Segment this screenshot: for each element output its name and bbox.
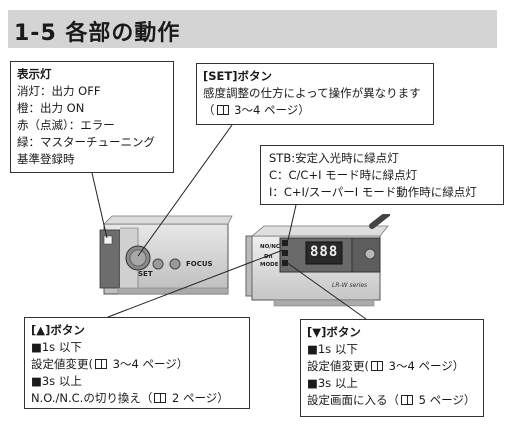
manual-book-icon — [401, 395, 413, 405]
up-button-callout: [▲]ボタン ■1s 以下 設定値変更( 3～4 ページ） ■3s 以上 N.O… — [24, 317, 250, 409]
set-label: SET — [138, 270, 153, 278]
indicator-title: 表示灯 — [17, 67, 52, 81]
set-callout-title: [SET]ボタン — [203, 69, 272, 83]
manual-book-icon — [154, 393, 167, 403]
set-button-callout: [SET]ボタン 感度調整の仕方によって操作が異なります （ 3～4 ページ） — [196, 63, 434, 125]
section-header: 1-5 各部の動作 — [8, 10, 497, 48]
sensor-amplifier-front: FOCUS SET — [98, 214, 234, 302]
down-item2-desc: 設定画面に入る（ 5 ページ） — [307, 393, 476, 407]
up-item2: ■3s 以上 — [31, 374, 82, 388]
set-callout-desc: 感度調整の仕方によって操作が異なります — [203, 86, 421, 100]
manual-book-icon — [216, 105, 229, 115]
stb-indicator-callout: STB:安定入光時に緑点灯 C：C/C+I モード時に緑点灯 I：C+I/スーパ… — [260, 145, 504, 205]
down-callout-title: [▼]ボタン — [307, 325, 361, 339]
down-button-callout: [▼]ボタン ■1s 以下 設定値変更( 3～4 ページ） ■3s 以上 設定画… — [300, 319, 484, 417]
display-readout: 888 — [310, 244, 339, 260]
series-label: LR-W series — [332, 282, 368, 289]
indicator-line: 緑：マスターチューニング — [17, 135, 155, 149]
stb-line: I：C+I/スーパーI モード動作時に緑点灯 — [269, 185, 477, 199]
stb-line: STB:安定入光時に緑点灯 — [269, 151, 399, 165]
indicator-line: 消灯：出力 OFF — [17, 84, 101, 98]
up-item2-desc: N.O./N.C.の切り換え（ 2 ページ） — [31, 391, 229, 405]
section-title: 1-5 各部の動作 — [14, 21, 181, 46]
sensor-amplifier-side: 888 NO/NC Dn MODE LR-W series — [244, 209, 393, 308]
mode-label: MODE — [260, 262, 279, 268]
up-callout-title: [▲]ボタン — [31, 323, 85, 337]
manual-book-icon — [371, 361, 383, 371]
dn-label: Dn — [264, 254, 273, 260]
up-item1-desc: 設定値変更( 3～4 ページ） — [31, 357, 189, 371]
indicator-line: 基準登録時 — [17, 152, 75, 166]
indicator-line: 赤（点滅）：エラー — [17, 118, 115, 132]
no-nc-label: NO/NC — [260, 244, 280, 250]
down-item2: ■3s 以上 — [307, 376, 358, 390]
down-item1: ■1s 以下 — [307, 342, 358, 356]
indicator-callout: 表示灯 消灯：出力 OFF 橙：出力 ON 赤（点滅）：エラー 緑：マスターチュ… — [10, 61, 174, 173]
set-callout-ref: （ 3～4 ページ） — [203, 103, 310, 117]
manual-book-icon — [95, 359, 107, 369]
focus-label: FOCUS — [186, 260, 213, 268]
indicator-line: 橙：出力 ON — [17, 101, 85, 115]
up-item1: ■1s 以下 — [31, 340, 82, 354]
stb-line: C：C/C+I モード時に緑点灯 — [269, 168, 418, 182]
down-item1-desc: 設定値変更( 3～4 ページ） — [307, 359, 465, 373]
